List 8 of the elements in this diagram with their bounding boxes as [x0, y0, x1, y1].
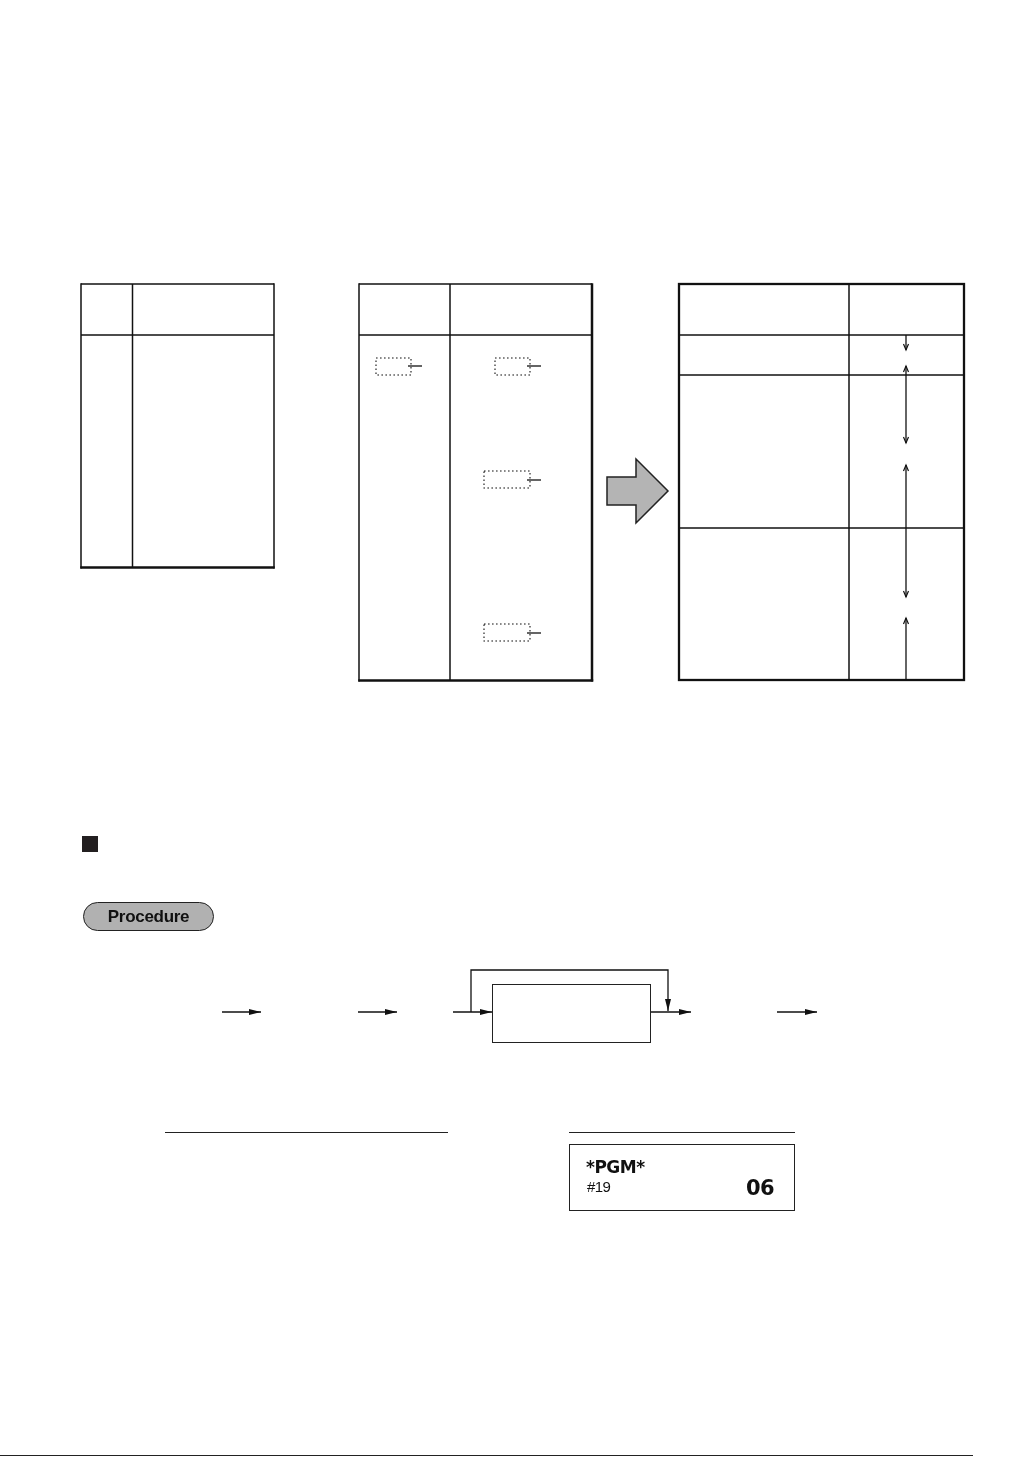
arrow [650, 1009, 692, 1015]
arrow [452, 1009, 493, 1015]
display-text: 06 [746, 1176, 775, 1200]
process-box [492, 984, 651, 1043]
display-text: *PGM* [586, 1157, 645, 1177]
display-text: #19 [587, 1178, 611, 1195]
display-panel [569, 1144, 795, 1211]
procedure-badge: Procedure [83, 902, 214, 931]
